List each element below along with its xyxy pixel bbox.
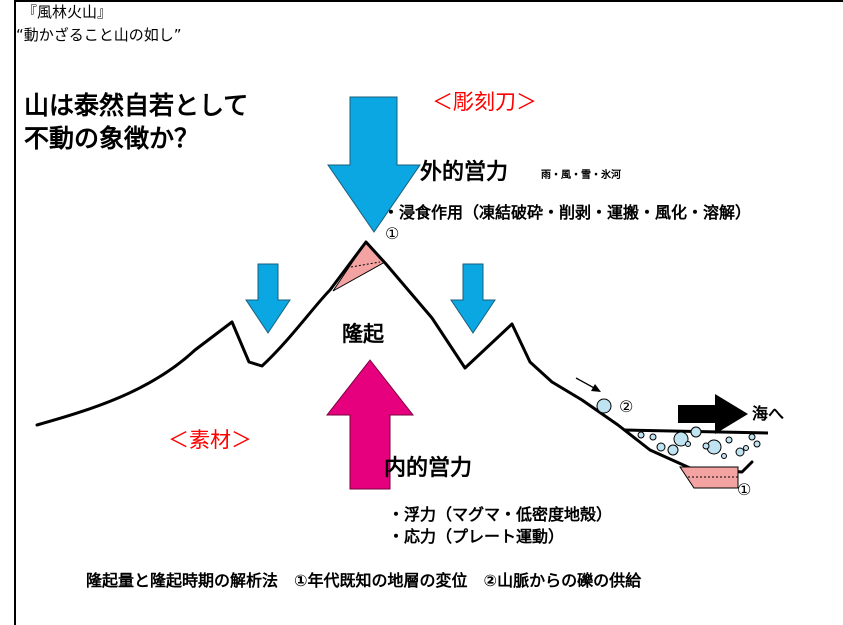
gravel-clast <box>673 431 689 447</box>
mountain-profile <box>35 240 754 474</box>
gravel-clast <box>667 444 679 456</box>
sculptor-label: ＜彫刻刀＞ <box>432 90 537 114</box>
stress-item: ・応力（プレート運動） <box>388 527 565 546</box>
gravel-supply-arrowhead <box>591 384 601 392</box>
uplift-label: 隆起 <box>342 322 384 346</box>
uplift-arrow <box>325 359 415 490</box>
exogenic-agents: 雨・風・雪・氷河 <box>541 170 621 181</box>
marker-one-summit: ① <box>385 224 400 243</box>
gravel-clasts <box>596 398 761 459</box>
to-sea-arrow <box>678 394 748 434</box>
gravel-clast <box>735 447 745 457</box>
gravel-clast <box>743 445 749 451</box>
proverb-title: 『風林火山』 <box>22 3 113 21</box>
gravel-clast <box>748 433 756 441</box>
gravel-supply-arrow <box>575 377 597 390</box>
gravel-clast <box>637 431 645 439</box>
to-sea-label: 海へ <box>752 404 785 423</box>
gravel-clast <box>656 442 666 452</box>
buoyancy-item: ・浮力（マグマ・低密度地殻） <box>388 505 613 524</box>
gravel-clast <box>685 441 691 447</box>
gravel-clast <box>649 433 657 441</box>
endogenic-label: 内的営力 <box>384 456 473 481</box>
exogenic-label: 外的営力 <box>420 160 509 185</box>
gravel-clast <box>753 440 761 448</box>
erosion-arrow-right <box>450 263 496 334</box>
gravel-clast <box>690 426 702 438</box>
erosion-arrow-large <box>327 96 421 233</box>
marker-two-gravel: ② <box>619 397 634 416</box>
marker-one-strata: ① <box>737 480 752 499</box>
slide-frame <box>14 0 843 625</box>
gravel-clast <box>596 398 612 414</box>
gravel-clast <box>725 436 733 444</box>
heading-line-1: 山は泰然自若として <box>24 91 249 120</box>
heading-line-2: 不動の象徴か？ <box>24 124 200 153</box>
erosion-process: ・浸食作用（凍結破砕・削剥・運搬・風化・溶解） <box>383 203 752 222</box>
summit-wedge-dotted <box>350 261 381 268</box>
material-label: ＜素材＞ <box>168 428 252 452</box>
gravel-clast <box>702 442 710 450</box>
proverb-quote: “動かざること山の如し” <box>16 26 182 44</box>
erosion-arrow-left <box>245 263 291 334</box>
analysis-methods-caption: 隆起量と隆起時期の解析法 ①年代既知の地層の変位 ②山脈からの礫の供給 <box>86 571 642 590</box>
gravel-clast <box>721 453 727 459</box>
